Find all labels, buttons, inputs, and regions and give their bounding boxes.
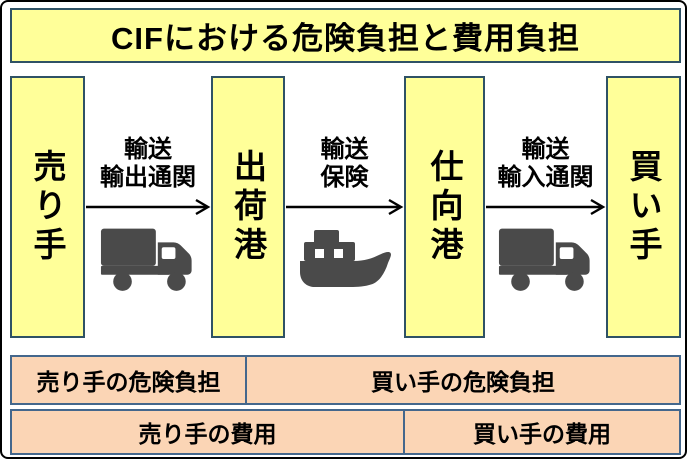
title-box: CIFにおける危険負担と費用負担 bbox=[10, 8, 681, 63]
transition-label-line1: 輸送 bbox=[320, 136, 369, 163]
truck-icon bbox=[485, 226, 606, 294]
page-title: CIFにおける危険負担と費用負担 bbox=[111, 21, 580, 56]
transition-export-label: 輸送 輸出通関 bbox=[85, 136, 211, 192]
transition-label-line2: 保険 bbox=[320, 164, 369, 191]
right-arrow-icon bbox=[486, 198, 606, 216]
transition-label-line1: 輸送 bbox=[521, 136, 570, 163]
buyer-cost-cell: 買い手の費用 bbox=[403, 409, 681, 455]
buyer-cost-label: 買い手の費用 bbox=[473, 421, 611, 447]
node-destination-port-label: 仕向港 bbox=[426, 148, 463, 266]
node-shipping-port: 出荷港 bbox=[211, 76, 285, 338]
buyer-risk-label: 買い手の危険負担 bbox=[371, 369, 555, 395]
transition-label-line1: 輸送 bbox=[124, 136, 172, 163]
right-arrow-icon bbox=[86, 198, 211, 216]
seller-cost-label: 売り手の費用 bbox=[138, 421, 277, 447]
transition-import-label: 輸送 輸入通関 bbox=[485, 136, 606, 192]
right-arrow-icon bbox=[286, 198, 404, 216]
node-seller: 売り手 bbox=[10, 76, 85, 338]
transition-export: 輸送 輸出通関 bbox=[85, 76, 211, 338]
transition-insurance: 輸送 保険 bbox=[285, 76, 404, 338]
seller-risk-cell: 売り手の危険負担 bbox=[10, 355, 247, 405]
node-destination-port: 仕向港 bbox=[404, 76, 485, 338]
node-shipping-port-label: 出荷港 bbox=[229, 148, 267, 266]
node-buyer: 買い手 bbox=[606, 76, 681, 338]
transition-import: 輸送 輸入通関 bbox=[485, 76, 606, 338]
seller-risk-label: 売り手の危険負担 bbox=[36, 369, 221, 395]
truck-icon bbox=[85, 226, 211, 294]
node-buyer-label: 買い手 bbox=[625, 148, 662, 266]
ship-icon bbox=[285, 230, 404, 288]
transition-label-line2: 輸出通関 bbox=[100, 164, 196, 191]
buyer-risk-cell: 買い手の危険負担 bbox=[245, 355, 681, 405]
transition-label-line2: 輸入通関 bbox=[497, 164, 594, 191]
node-seller-label: 売り手 bbox=[29, 148, 66, 266]
transition-insurance-label: 輸送 保険 bbox=[285, 136, 404, 192]
seller-cost-cell: 売り手の費用 bbox=[10, 409, 405, 455]
